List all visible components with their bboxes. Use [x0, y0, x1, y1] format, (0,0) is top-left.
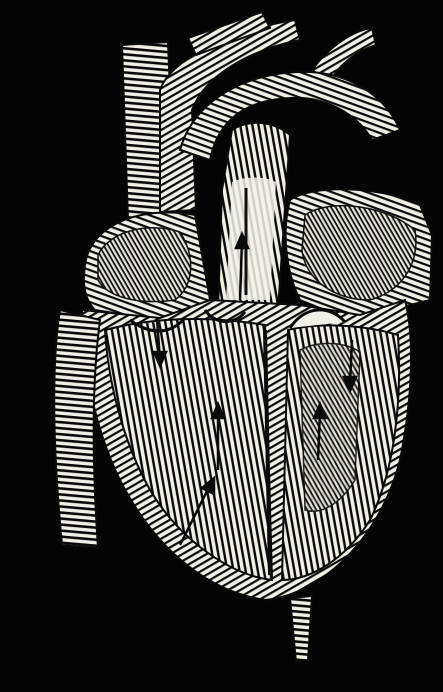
inferior-vena-cava — [54, 310, 100, 548]
pulmonary-artery — [218, 123, 290, 310]
descending-aorta — [290, 596, 312, 662]
left-ventricle — [282, 325, 399, 580]
left-atrium — [286, 189, 432, 320]
right-atrium — [84, 212, 210, 320]
